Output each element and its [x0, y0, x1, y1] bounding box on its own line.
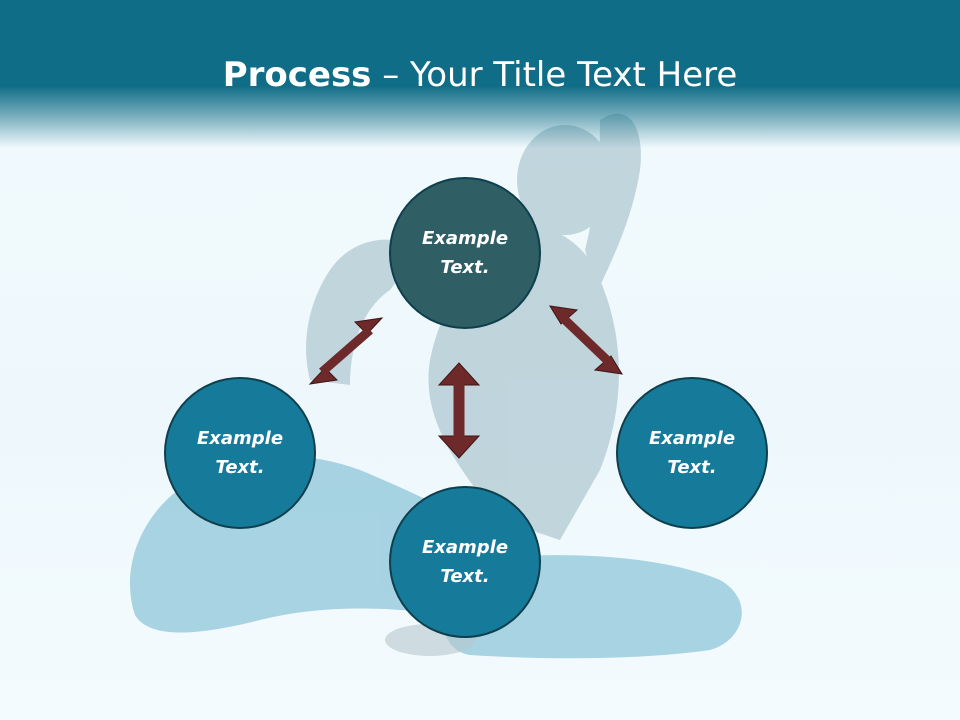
process-node-right[interactable]: Example Text.: [616, 377, 768, 529]
connector-top-left: [308, 317, 384, 385]
node-label: Example Text.: [196, 428, 284, 478]
title-bold: Process: [222, 55, 372, 95]
connector-top-right: [549, 305, 623, 375]
process-node-top[interactable]: Example Text.: [389, 177, 541, 329]
node-label: Example Text.: [648, 428, 736, 478]
process-node-left[interactable]: Example Text.: [164, 377, 316, 529]
slide-title: Process – Your Title Text Here: [0, 52, 960, 98]
title-bar: [0, 0, 960, 148]
process-node-bottom[interactable]: Example Text.: [389, 486, 541, 638]
node-label: Example Text.: [421, 537, 509, 587]
title-rest: – Your Title Text Here: [371, 55, 738, 95]
connector-top-bottom: [437, 362, 481, 459]
node-label: Example Text.: [421, 228, 509, 278]
